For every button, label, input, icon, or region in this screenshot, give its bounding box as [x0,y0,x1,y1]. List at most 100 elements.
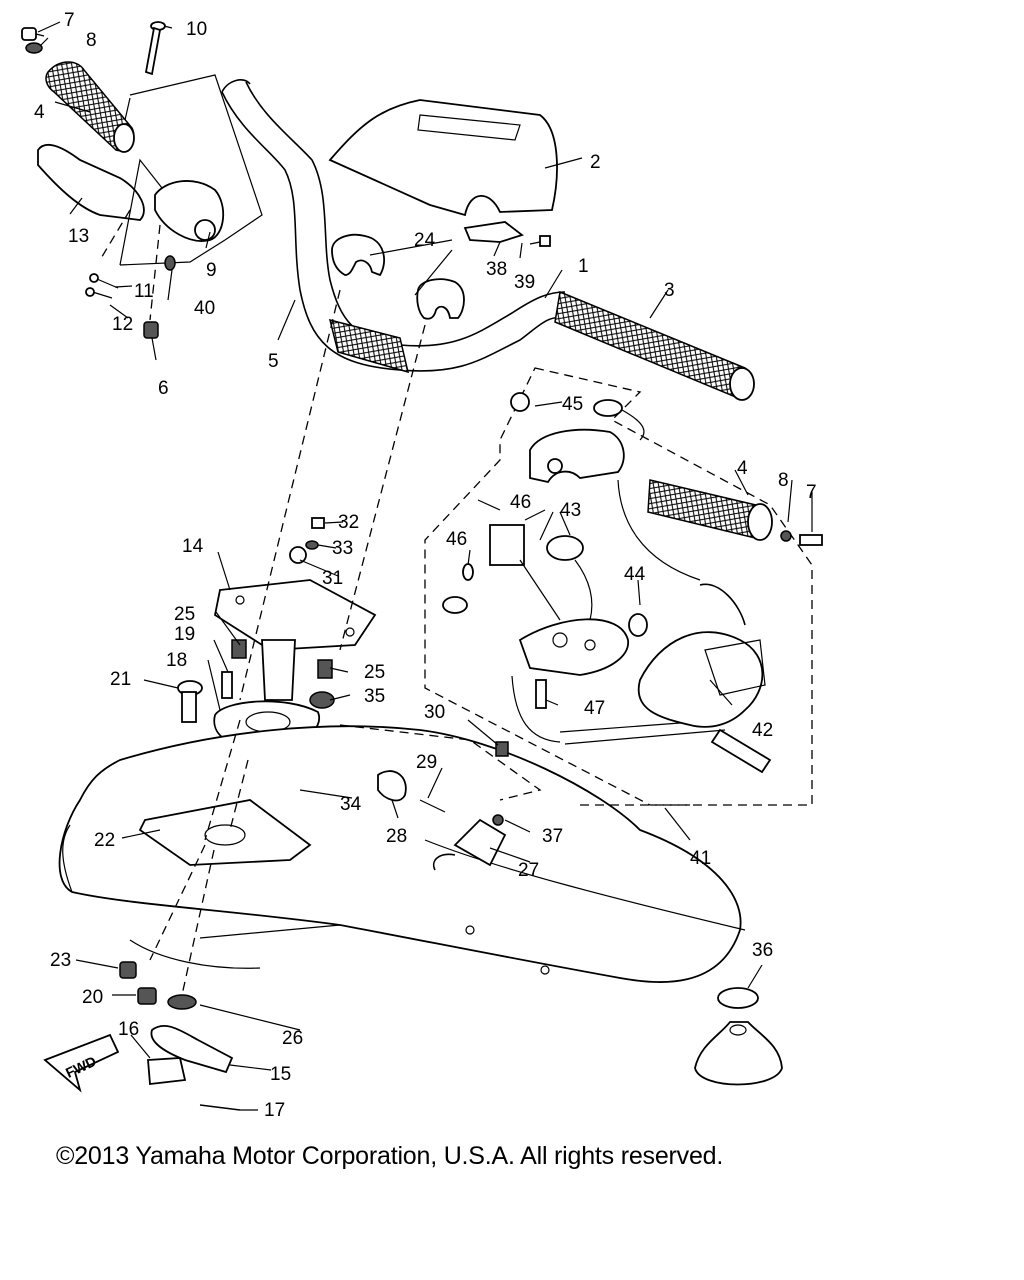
boot-36 [694,987,783,1086]
pin-11-12 [85,273,119,299]
callout-46-lower: 46 [446,529,467,550]
screw-47 [535,679,547,709]
bracket-plate-22 [138,799,312,866]
callout-27: 27 [518,860,539,881]
callout-9: 9 [206,260,217,281]
cotter-pin-17 [199,1104,241,1111]
callout-23: 23 [50,950,71,971]
callout-21: 21 [110,669,131,690]
assembly-lines [99,209,690,996]
castle-nut-16 [147,1057,187,1085]
handlebar [221,79,566,374]
grip-right [554,290,755,401]
callout-19: 19 [174,624,195,645]
callout-10: 10 [186,19,207,40]
callout-33: 33 [332,538,353,559]
bracket-38 [463,221,524,243]
callout-12: 12 [112,314,133,335]
throttle-housing [154,180,225,242]
nut-35 [309,691,335,709]
callout-24: 24 [414,230,436,251]
handlebar-clamp-lower [416,278,465,320]
bolt-32-33 [305,517,325,550]
callout-16: 16 [118,1019,139,1040]
callout-45: 45 [562,394,583,415]
hood-body [58,725,746,983]
callout-28: 28 [386,826,407,847]
callout-2: 2 [590,152,601,173]
callout-31: 31 [322,568,343,589]
callout-7-right: 7 [806,482,817,503]
washer-8-left [25,42,43,54]
callout-36: 36 [752,940,773,961]
callout-4-left: 4 [34,102,45,123]
screw-44 [628,613,648,637]
callout-37: 37 [542,826,563,847]
switch-cover-45 [510,392,645,484]
callout-13: 13 [68,226,89,247]
callout-25-left: 25 [174,604,195,625]
callout-42: 42 [752,720,773,741]
handlebar-cover [328,99,558,217]
callouts: 1 2 3 4 4 5 6 7 7 8 8 9 10 11 12 13 14 1… [34,10,817,1121]
bolts-25 [231,639,333,679]
screw-39 [529,235,551,247]
fwd-arrow: FWD [43,1033,120,1093]
washer-26 [167,994,197,1010]
callout-39: 39 [514,272,535,293]
callout-22: 22 [94,830,115,851]
callout-8-left: 8 [86,30,97,51]
callout-30: 30 [424,702,445,723]
nuts-20-23 [119,961,157,1005]
parts-diagram: FWD 1 2 3 4 4 5 6 7 7 8 8 9 10 11 12 13 … [21,10,823,1121]
switches-43 [489,524,593,621]
callout-15: 15 [270,1064,291,1085]
callout-4-right: 4 [737,458,748,479]
grip-left [45,61,135,153]
callout-35: 35 [364,686,385,707]
callout-5: 5 [268,351,279,372]
callout-8-right: 8 [778,470,789,491]
callout-7-left: 7 [64,10,75,31]
copyright-notice: ©2013 Yamaha Motor Corporation, U.S.A. A… [56,1142,724,1170]
callout-18: 18 [166,650,187,671]
throttle-bracket-outline [119,74,263,266]
screw-7-left [21,27,45,41]
callout-38: 38 [486,259,507,280]
callout-44: 44 [624,564,646,585]
callout-40: 40 [194,298,215,319]
leader-lines [37,21,813,1111]
callout-17: 17 [264,1100,285,1121]
throttle-lever [37,143,145,221]
switch-box-outline [424,367,813,806]
nut-6 [143,321,159,339]
hooks-28-29 [377,770,446,813]
callout-46-upper: 46 [510,492,531,513]
callout-32: 32 [338,512,359,533]
callout-14: 14 [182,536,204,557]
steering-arm-15 [150,1025,234,1074]
switch-base [518,618,629,676]
latch-27 [433,818,507,871]
clip-46 [442,596,468,614]
lanyard-42 [637,631,766,728]
handlebar-clamp-upper [331,233,385,277]
screw-40 [164,255,176,271]
callout-11: 11 [134,281,154,302]
screw-46 [462,563,474,581]
callout-34: 34 [340,794,362,815]
callout-41: 41 [690,848,711,869]
callout-47: 47 [584,698,605,719]
callout-6: 6 [158,378,169,399]
callout-3: 3 [664,280,675,301]
grip-right-end [647,479,823,546]
bolt-21 [177,680,203,723]
callout-1: 1 [578,256,589,277]
callout-25-right: 25 [364,662,385,683]
steering-plate [213,546,377,701]
callout-20: 20 [82,987,103,1008]
bolt-10 [144,21,166,76]
callout-26: 26 [282,1028,303,1049]
callout-29: 29 [416,752,437,773]
callout-43: 43 [560,500,581,521]
